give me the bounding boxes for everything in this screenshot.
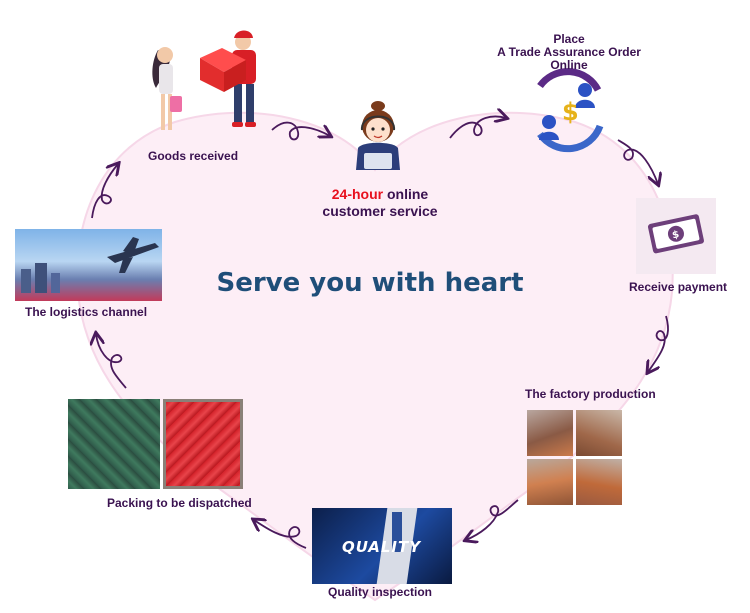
center-title: Serve you with heart — [216, 268, 524, 298]
logistics-photo — [15, 229, 162, 301]
place-order-line3: Online — [550, 58, 588, 72]
factory-photo-2 — [576, 410, 622, 456]
arrow-factory-to-quality — [466, 499, 519, 540]
arrow-logistics-to-goods — [91, 164, 118, 219]
quality-photo-text: QUALITY — [342, 538, 422, 556]
arrow-order-to-payment — [617, 139, 658, 184]
packing-label: Packing to be dispatched — [107, 496, 252, 510]
svg-text:$: $ — [671, 229, 680, 241]
arrow-service-to-order — [449, 117, 506, 139]
packing-photo-green — [68, 399, 160, 489]
place-order-line2: A Trade Assurance Order — [497, 45, 641, 59]
customer-service-label: 24-hour online customer service — [300, 186, 460, 220]
service-line2: customer service — [322, 203, 438, 219]
factory-photo-4 — [576, 459, 622, 505]
service-hours: 24-hour — [331, 186, 384, 202]
money-icon: $ — [647, 214, 704, 254]
airplane-icon — [21, 237, 159, 293]
dollar-icon: $ — [562, 98, 579, 126]
quality-photo: QUALITY — [312, 508, 452, 584]
parcel-box — [200, 48, 246, 92]
arrow-packing-to-logistics — [96, 334, 127, 389]
arrow-quality-to-packing — [254, 520, 307, 549]
arrow-goods-to-service — [271, 121, 330, 141]
factory-photo-1 — [527, 410, 573, 456]
factory-production-label: The factory production — [525, 387, 656, 401]
goods-received-label: Goods received — [148, 149, 239, 163]
woman-figure — [152, 47, 182, 130]
place-order-line1: Place — [553, 32, 585, 46]
service-online: online — [383, 186, 429, 202]
arrow-payment-to-factory — [648, 315, 669, 372]
receive-payment-label: Receive payment — [629, 280, 728, 294]
factory-photo-3 — [527, 459, 573, 505]
packing-photo-red — [163, 399, 243, 489]
quality-inspection-label: Quality inspection — [328, 585, 433, 599]
logistics-label: The logistics channel — [25, 305, 148, 319]
place-order-label: Place A Trade Assurance Order Online — [484, 33, 654, 72]
